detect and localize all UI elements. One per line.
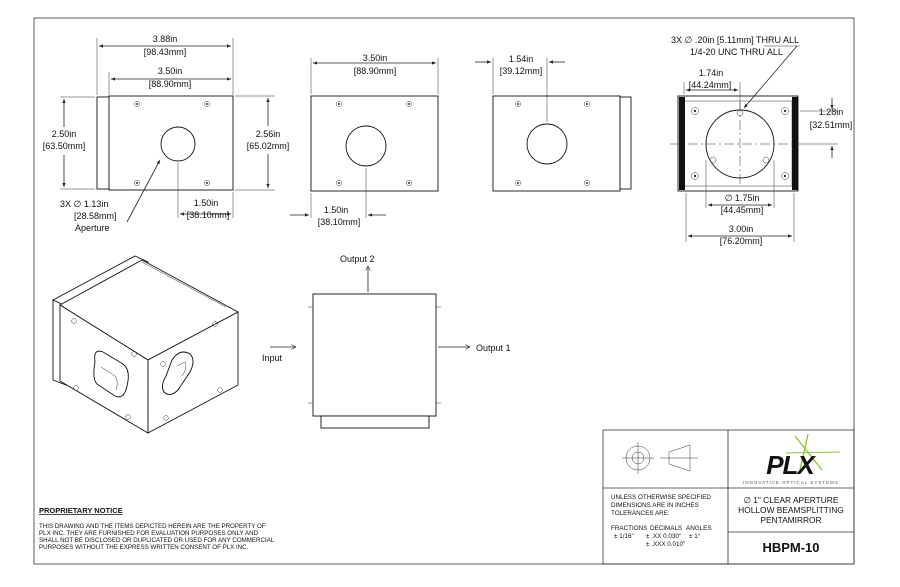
logo-text: PLX <box>766 450 816 480</box>
drawing-title-line: PENTAMIRROR <box>760 515 821 525</box>
sheet-border <box>33 17 855 565</box>
end-view: 3X ∅ .20in [5.11mm] THRU ALL 1/4-20 UNC … <box>670 35 852 246</box>
beam-diagram: Input Output 1 Output 2 <box>262 254 511 429</box>
drawing-title-line: HOLLOW BEAMSPLITTING <box>738 505 844 515</box>
end-offset: 1.74in <box>699 68 724 78</box>
end-bore: ∅ 1.75in <box>725 193 760 203</box>
output1-label: Output 1 <box>476 343 511 353</box>
side-view-width: 1.54in <box>509 54 534 64</box>
end-thread-callout: 1/4-20 UNC THRU ALL <box>690 47 783 57</box>
projection-symbol <box>622 442 698 474</box>
second-view-width-mm: [88.90mm] <box>354 66 397 76</box>
end-hole-callout: 3X ∅ .20in [5.11mm] THRU ALL <box>671 35 799 45</box>
drawing-title-line: ∅ 1" CLEAR APERTURE <box>744 495 839 505</box>
tol-decimals-label: DECIMALS <box>650 525 682 532</box>
side-view-width-mm: [39.12mm] <box>500 66 543 76</box>
end-vertical: 1.28in <box>819 107 844 117</box>
notice-line: PURPOSES WITHOUT THE EXPRESS WRITTEN CON… <box>39 544 249 551</box>
tol-fractions-label: FRACTIONS <box>611 525 647 532</box>
front-height-mm: [63.50mm] <box>43 141 86 151</box>
isometric-view <box>51 255 239 434</box>
second-view-width: 3.50in <box>363 53 388 63</box>
front-overall-height-mm: [65.02mm] <box>247 141 290 151</box>
notice-title: PROPRIETARY NOTICE <box>39 506 123 515</box>
tol-decimals-xx: ± .XX 0.030" <box>646 533 681 540</box>
plx-logo: PLX INNOVATIVE OPTICAL SYSTEMS <box>743 433 841 485</box>
aperture-callout: 3X ∅ 1.13in <box>60 199 108 209</box>
front-body-width-mm: [88.90mm] <box>149 79 192 89</box>
side-view: 1.54in [39.12mm] <box>475 54 632 192</box>
input-label: Input <box>262 353 283 363</box>
end-width-mm: [76.20mm] <box>720 236 763 246</box>
front-height: 2.50in <box>52 129 77 139</box>
second-view-offset: 1.50in <box>324 205 349 215</box>
front-overall-width-mm: [98.43mm] <box>144 47 187 57</box>
second-view-offset-mm: [38.10mm] <box>318 217 361 227</box>
aperture-label: Aperture <box>75 223 110 233</box>
logo-tagline: INNOVATIVE OPTICAL SYSTEMS <box>743 480 839 485</box>
end-width: 3.00in <box>729 224 754 234</box>
notice-line: THIS DRAWING AND THE ITEMS DEPICTED HERE… <box>39 523 266 530</box>
tol-angles-value: ± 1° <box>689 532 701 540</box>
spec-line: TOLERANCES ARE: <box>611 510 670 517</box>
end-vertical-mm: [32.51mm] <box>810 120 853 130</box>
output2-label: Output 2 <box>340 254 375 264</box>
spec-line: UNLESS OTHERWISE SPECIFIED <box>611 494 711 501</box>
tol-fractions-value: ± 1/16" <box>614 533 634 540</box>
front-view-screws <box>134 101 210 186</box>
front-view: 3.88in [98.43mm] 3.50in [88.90mm] 2.50in… <box>43 34 290 233</box>
front-body-width: 3.50in <box>158 66 183 76</box>
front-overall-width: 3.88in <box>153 34 178 44</box>
title-block: PLX INNOVATIVE OPTICAL SYSTEMS UNLESS OT… <box>602 429 855 565</box>
tol-decimals-xxx: ± .XXX 0.010" <box>646 541 685 548</box>
front-overall-height: 2.56in <box>256 129 281 139</box>
second-view: 3.50in [88.90mm] 1.50in [38.10mm] <box>290 53 439 227</box>
aperture-callout-mm: [28.58mm] <box>74 211 117 221</box>
spec-line: DIMENSIONS ARE IN INCHES <box>611 502 699 509</box>
notice-line: SHALL NOT BE DISCLOSED OR DUPLICATED OR … <box>39 537 275 544</box>
aperture-offset-mm: [38.10mm] <box>187 210 230 220</box>
proprietary-notice: PROPRIETARY NOTICE THIS DRAWING AND THE … <box>39 506 275 551</box>
part-number: HBPM-10 <box>762 540 819 555</box>
end-bore-mm: [44.45mm] <box>721 205 764 215</box>
tol-angles-label: ANGLES <box>686 525 712 532</box>
aperture-offset: 1.50in <box>194 198 219 208</box>
end-offset-mm: [44.24mm] <box>689 80 732 90</box>
notice-line: PLX INC. THEY ARE FURNISHED FOR EVALUATI… <box>39 530 259 537</box>
